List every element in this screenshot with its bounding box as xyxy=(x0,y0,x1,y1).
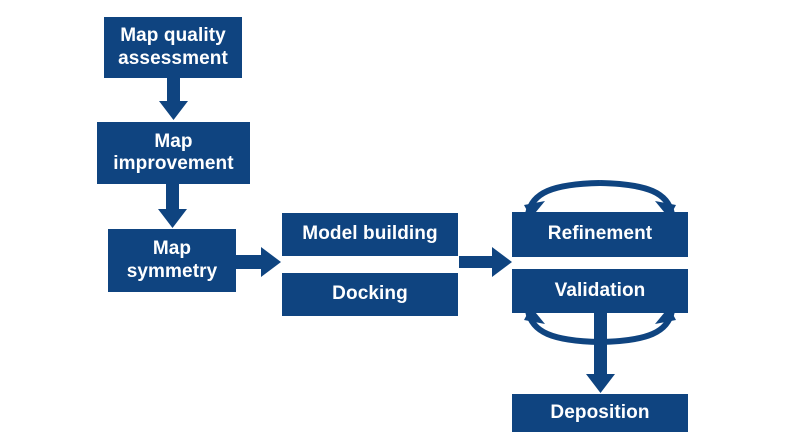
node-label-line1: Map xyxy=(152,238,192,260)
node-refinement[interactable]: Refinement xyxy=(512,212,688,257)
node-label-line1: Refinement xyxy=(547,223,653,245)
arrow-model-docking-to-refinement-validation xyxy=(459,247,512,277)
arrow-map-quality-to-map-improvement xyxy=(159,78,188,120)
node-label-line1: Map quality xyxy=(120,25,226,47)
node-label-line1: Deposition xyxy=(550,401,650,423)
arrow-refinement-validation-to-deposition xyxy=(586,313,615,393)
node-label-line2: symmetry xyxy=(126,260,218,282)
node-map-symmetry[interactable]: Map symmetry xyxy=(108,229,236,292)
node-label-line2: assessment xyxy=(118,47,228,69)
node-model-building[interactable]: Model building xyxy=(282,213,458,256)
node-docking[interactable]: Docking xyxy=(282,273,458,316)
arc-cycle-bottom-left xyxy=(525,310,601,345)
arrow-map-symmetry-to-model-docking xyxy=(236,247,281,277)
node-label-line1: Docking xyxy=(332,283,408,305)
node-label-line1: Validation xyxy=(554,279,646,301)
node-label-line2: improvement xyxy=(113,153,234,174)
arrow-map-improvement-to-map-symmetry xyxy=(158,184,187,228)
arc-cycle-top-right xyxy=(599,180,675,215)
arc-cycle-bottom-right xyxy=(599,310,675,345)
node-validation[interactable]: Validation xyxy=(512,269,688,313)
node-label-line1: Map xyxy=(154,130,193,152)
node-map-quality-assessment[interactable]: Map quality assessment xyxy=(104,17,242,78)
arc-cycle-top-left xyxy=(525,180,601,215)
node-deposition[interactable]: Deposition xyxy=(512,394,688,432)
node-map-improvement[interactable]: Map improvement xyxy=(97,122,250,184)
node-label-line1: Model building xyxy=(302,223,438,245)
